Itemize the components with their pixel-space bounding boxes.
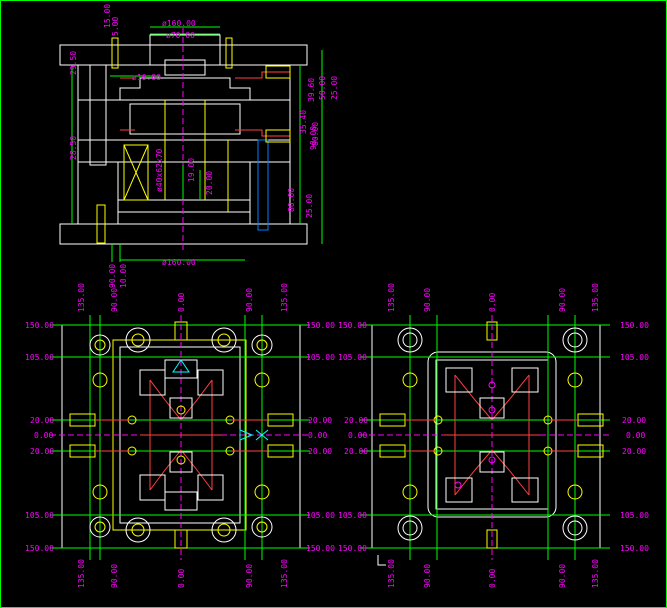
section-view-dims: 15.00 5.00 ø160.00 ø70.00 ø16.00 29.50 2… [69,4,339,288]
plan-right-right-label: 105.00 [620,511,649,520]
plan-left-labels: 135.00 90.00 0.00 90.00 135.00 135.00 90… [25,283,335,588]
plan-right-right-label: 0.00 [626,431,645,440]
plan-left-left-label: 150.00 [25,544,54,553]
core-insert [129,103,241,135]
dim-mid-20: 20.00 [205,171,214,195]
plan-right-bottom-label: 135.00 [591,559,600,588]
cavity-contour [119,77,251,100]
dim-bottom-dia-160: ø160.00 [162,258,196,267]
insert-size-label: ø40x62x70 [155,148,164,192]
dim-dia-160-top: ø160.00 [162,19,196,28]
plan-left-right-label: 150.00 [306,321,335,330]
plan-right-bottom-label: 90.00 [423,564,432,588]
dim-right-80: 80.00 [311,122,320,146]
plan-left-right-label: 20.00 [308,416,332,425]
plan-right-right-label: 150.00 [620,321,649,330]
clamp-bolt [96,204,106,244]
plan-left-bottom-label: 135.00 [280,559,289,588]
dim-dia-70: ø70.00 [166,31,195,40]
plan-left-left-label: 105.00 [25,511,54,520]
plan-left-right-label: 20.00 [308,447,332,456]
dim-bottom-10: 10.00 [119,264,128,288]
plan-right-bottom-label: 90.00 [558,564,567,588]
dim-top-5: 5.00 [111,17,120,36]
support-pillar [123,144,149,201]
return-pin-right [257,139,269,231]
plan-right-left-label: 0.00 [348,431,367,440]
dim-right-90: 90.00 [309,126,318,150]
plan-left-top-label: 0.00 [177,293,186,312]
plan-left-bottom-label: 90.00 [245,564,254,588]
dim-right-80b: 80.00 [287,188,296,212]
plan-left-bottom-label: 90.00 [110,564,119,588]
plan-right-left-label: 20.00 [344,447,368,456]
plan-left-left-label: 20.00 [30,416,54,425]
dim-bottom-90: 90.00 [108,264,117,288]
plan-right-left-label: 150.00 [338,544,367,553]
spacer-block-left [77,161,119,225]
plan-left-bottom-label: 135.00 [77,559,86,588]
locating-ring [164,59,206,76]
plan-right-bottom-label: 0.00 [488,569,497,588]
plan-right-right-label: 105.00 [620,353,649,362]
spacer-block-right [249,161,291,225]
dim-dia-16: ø16.00 [132,73,161,82]
guide-pillar-left [89,64,107,166]
plan-left-top-label: 135.00 [77,283,86,312]
plan-right-top-label: 135.00 [387,283,396,312]
cavity-plate [77,64,291,101]
plan-left-bottom-label: 0.00 [177,569,186,588]
plan-right-right-label: 20.00 [622,447,646,456]
dim-right-25: 25.00 [330,76,339,100]
dim-right-35-40: 35.40 [299,110,308,134]
dim-right-50: 50.00 [318,76,327,100]
cooling-fitting-upper [265,65,291,79]
section-view [59,26,323,262]
plan-right-bottom-label: 135.00 [387,559,396,588]
plan-left-top-label: 90.00 [110,288,119,312]
dim-top-15: 15.00 [103,4,112,28]
plan-left-left-label: 20.00 [30,447,54,456]
top-bolt-right [225,37,233,69]
dim-left-29-50: 29.50 [69,51,78,75]
plan-right-top-label: 135.00 [591,283,600,312]
dim-right-25b: 25.00 [305,194,314,218]
plan-right-left-label: 150.00 [338,321,367,330]
plan-left-right-label: 105.00 [306,353,335,362]
plan-right-top-label: 0.00 [488,293,497,312]
plan-right-right-label: 20.00 [622,416,646,425]
top-bolt-left [111,37,119,69]
support-plate [77,139,291,163]
ejector-plate [117,211,251,225]
plan-right-right-label: 150.00 [620,544,649,553]
plan-left-left-label: 105.00 [25,353,54,362]
cooling-line-upper [235,71,290,79]
plan-left-top-label: 90.00 [245,288,254,312]
plan-right-left-label: 105.00 [338,511,367,520]
plan-view-left [50,315,310,560]
plan-left-top-label: 135.00 [280,283,289,312]
dim-right-39-60: 39.60 [307,78,316,102]
plan-left-left-label: 0.00 [34,431,53,440]
plan-left-right-label: 105.00 [306,511,335,520]
plan-right-labels: 135.00 90.00 0.00 90.00 135.00 135.00 90… [338,283,649,588]
plan-left-right-label: 0.00 [308,431,327,440]
plan-view-right [360,315,610,566]
plan-left-left-label: 150.00 [25,321,54,330]
cooling-line-lower [235,129,290,137]
cooling-fitting-lower [265,129,291,143]
plan-right-top-label: 90.00 [558,288,567,312]
dim-mid-19: 19.00 [187,158,196,182]
dim-left-28-50: 28.50 [69,136,78,160]
plan-left-right-label: 150.00 [306,544,335,553]
plan-right-left-label: 20.00 [344,416,368,425]
ejector-retainer-plate [117,199,251,213]
plan-right-top-label: 90.00 [423,288,432,312]
plan-right-left-label: 105.00 [338,353,367,362]
